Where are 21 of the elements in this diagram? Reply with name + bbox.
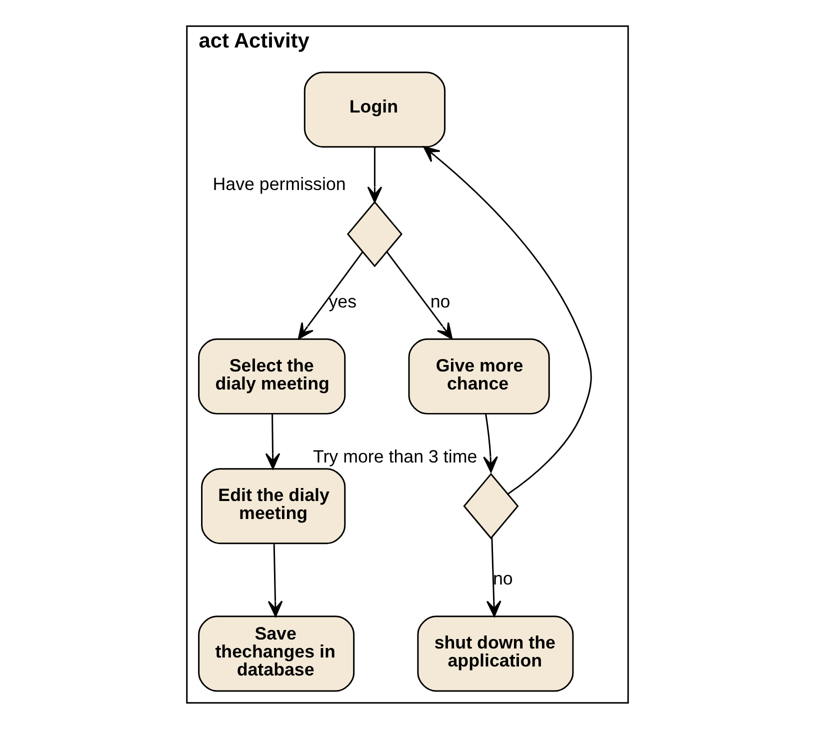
arrow — [367, 146, 382, 203]
edge-label: no — [492, 568, 513, 589]
edge-label: yes — [328, 291, 357, 312]
arrow — [483, 414, 498, 473]
arrow — [386, 252, 453, 340]
node-box: Select the dialy meeting — [198, 338, 346, 414]
arrow — [486, 538, 502, 617]
arrow — [298, 252, 364, 340]
node-box: Login — [304, 72, 446, 148]
arrow — [423, 146, 592, 495]
node-box: Save thechanges in database — [198, 616, 355, 692]
node-box: shut down the application — [417, 616, 574, 692]
arrow — [268, 544, 283, 617]
node-label: Try more than 3 time — [312, 446, 478, 467]
node-box: Edit the dialy meeting — [201, 468, 346, 544]
node-label: Have permission — [212, 174, 346, 194]
node-diamond — [346, 200, 403, 268]
node-box: Give more chance — [408, 338, 550, 414]
arrow — [265, 414, 280, 470]
node-diamond — [463, 472, 519, 540]
edge-label: no — [430, 291, 450, 312]
